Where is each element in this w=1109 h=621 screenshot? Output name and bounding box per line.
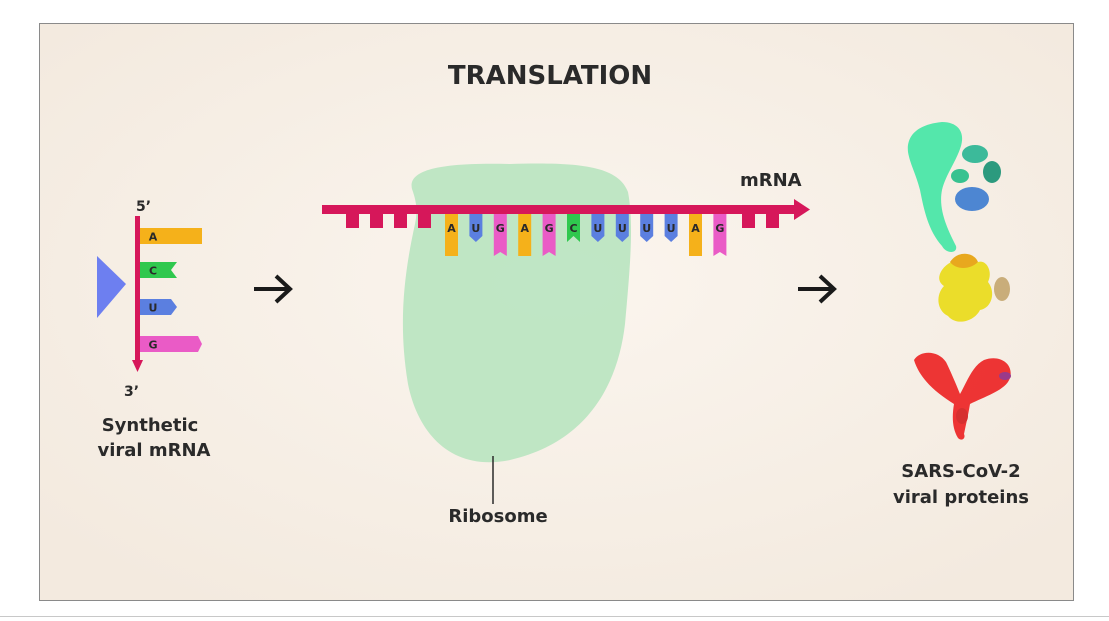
mrna-empty-stub — [418, 214, 431, 228]
mrna-base-letter: U — [593, 222, 602, 235]
mrna-empty-stub — [766, 214, 779, 228]
mrna-base-letter: A — [691, 222, 700, 235]
synthetic-base-letter: U — [149, 302, 158, 315]
five-prime-label: 5’ — [136, 199, 151, 215]
mrna-base-g — [542, 214, 556, 256]
mrna-base-g — [713, 214, 727, 256]
synthetic-mrna: 5’ 3’ A C U G Synthetic viral mRNA — [97, 199, 211, 461]
mrna-base-a — [689, 214, 702, 256]
proteins-label-line1: SARS-CoV-2 — [901, 461, 1020, 482]
mrna-base-u — [640, 214, 654, 242]
synthetic-base-g — [140, 336, 202, 352]
mrna-empty-stub — [394, 214, 407, 228]
translation-diagram: TRANSLATION 5’ 3’ A C U G Synthetic viral m… — [40, 24, 1073, 600]
synthetic-strand-arrowhead — [132, 360, 143, 372]
mrna-base-letter: U — [618, 222, 627, 235]
synthetic-base-letter: A — [149, 231, 158, 244]
proteins-label-line2: viral proteins — [893, 487, 1029, 508]
mrna-base-c — [567, 214, 580, 242]
mrna-strand — [322, 205, 796, 214]
synthetic-base-c — [140, 262, 177, 278]
mrna-base-a — [445, 214, 458, 256]
mrna-empty-stub — [346, 214, 359, 228]
mrna-empty-stub — [370, 214, 383, 228]
mrna-base-letter: C — [569, 222, 577, 235]
synthetic-base-u — [140, 299, 177, 315]
cap-triangle — [97, 256, 126, 318]
mrna-base-a — [518, 214, 532, 256]
mrna-base-letter: U — [667, 222, 676, 235]
mrna-arrowhead — [794, 199, 810, 220]
ribosome — [402, 163, 632, 463]
diagram-frame: TRANSLATION 5’ 3’ A C U G Synthetic viral m… — [39, 23, 1074, 601]
mrna-base-letter: G — [545, 222, 554, 235]
mrna-base-letter: A — [520, 222, 529, 235]
mrna-base-u — [469, 214, 483, 242]
ribosome-label: Ribosome — [448, 506, 547, 527]
viral-protein-yellow-icon — [938, 253, 1010, 322]
mrna-empty-stub — [742, 214, 755, 228]
mrna-base-g — [493, 214, 507, 256]
synthetic-label-line2: viral mRNA — [98, 440, 211, 461]
mrna-label: mRNA — [740, 170, 802, 191]
arrow-right-icon — [798, 274, 837, 304]
mrna-base-letter: U — [471, 222, 480, 235]
arrow-right-icon — [254, 274, 293, 304]
mrna-base-u — [615, 214, 629, 242]
mrna-strand-group: A U G A G C U U U U A G mRNA — [322, 170, 810, 256]
mrna-base-letter: U — [642, 222, 651, 235]
viral-protein-red-icon — [914, 352, 1011, 440]
synthetic-base-letter: C — [149, 265, 157, 278]
viral-protein-teal-icon — [907, 122, 1001, 252]
three-prime-label: 3’ — [124, 384, 139, 400]
synthetic-base-letter: G — [148, 339, 157, 352]
mrna-base-letter: G — [496, 222, 505, 235]
synthetic-label-line1: Synthetic — [102, 415, 199, 436]
mrna-base-letter: A — [447, 222, 456, 235]
mrna-base-letter: G — [715, 222, 724, 235]
title: TRANSLATION — [448, 61, 652, 91]
page-divider — [0, 616, 1109, 617]
synthetic-strand — [135, 216, 140, 366]
mrna-base-u — [664, 214, 678, 242]
mrna-base-u — [591, 214, 605, 242]
synthetic-base-a — [140, 228, 202, 244]
